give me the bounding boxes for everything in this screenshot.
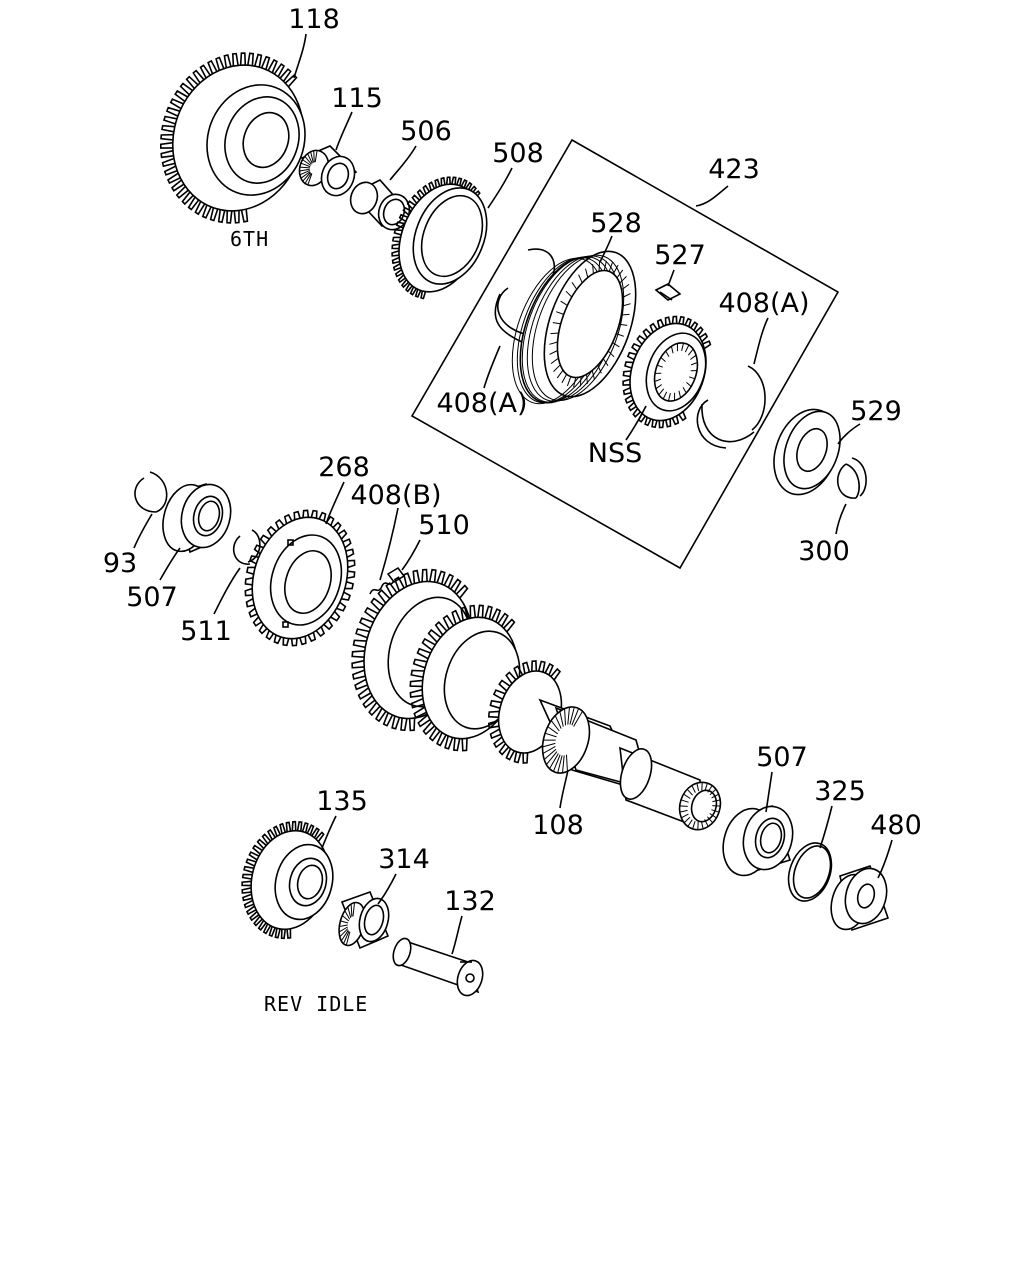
label-118: 118 <box>288 4 340 35</box>
shaft-gear-3-teeth <box>487 660 562 764</box>
label-132: 132 <box>444 886 496 917</box>
captions: 6TH REV IDLE <box>230 227 368 1016</box>
hub-inner-splines <box>654 342 698 402</box>
part-408a-right-spring <box>696 365 766 449</box>
leader-lines <box>133 33 893 955</box>
label-93: 93 <box>103 548 137 579</box>
shaft-splines <box>542 706 583 774</box>
label-108: 108 <box>532 810 584 841</box>
label-507-right: 507 <box>756 742 808 773</box>
part-529-thrust-washer <box>773 408 841 496</box>
label-511: 511 <box>180 616 232 647</box>
gear-268-teeth <box>244 509 356 647</box>
label-408a-left: 408(A) <box>436 388 527 419</box>
caption-sixth: 6TH <box>230 227 269 251</box>
ring-508-teeth <box>391 176 481 300</box>
part-93-snap-ring <box>134 471 168 513</box>
part-115-needle-bearing <box>298 145 358 197</box>
part-527-key <box>654 283 682 301</box>
part-508-synchro-ring <box>391 176 488 300</box>
label-300: 300 <box>798 536 850 567</box>
label-527: 527 <box>654 240 706 271</box>
assembly-423-outline <box>410 138 840 570</box>
part-268-gear <box>244 509 356 647</box>
shaft-gear-1-teeth <box>351 568 469 732</box>
part-528-sleeve <box>511 250 637 405</box>
gear-118-teeth <box>160 52 298 224</box>
part-135-reverse-idle-gear <box>241 820 334 940</box>
label-506: 506 <box>400 116 452 147</box>
part-118-sixth-gear <box>160 52 306 224</box>
label-507-left: 507 <box>126 582 178 613</box>
part-510-pin <box>386 566 406 584</box>
caption-rev-idle: REV IDLE <box>264 992 368 1016</box>
part-nss-hub <box>622 315 712 429</box>
gear-135-teeth <box>241 820 325 940</box>
label-528: 528 <box>590 208 642 239</box>
label-480: 480 <box>870 810 922 841</box>
label-135: 135 <box>316 786 368 817</box>
needle-rollers-314 <box>338 902 355 946</box>
part-108-countershaft <box>351 568 722 831</box>
hub-teeth <box>622 315 712 429</box>
label-408a-right: 408(A) <box>718 288 809 319</box>
label-408b: 408(B) <box>350 480 441 511</box>
label-529: 529 <box>850 396 902 427</box>
part-507-right-bearing <box>722 804 794 877</box>
label-325: 325 <box>814 776 866 807</box>
part-507-left-bearing <box>162 482 232 554</box>
label-268: 268 <box>318 452 370 483</box>
needle-rollers-115 <box>299 150 318 186</box>
label-510: 510 <box>418 510 470 541</box>
part-480-washer <box>830 864 890 932</box>
part-314-needle-bearing <box>338 890 390 950</box>
part-labels: 118 115 506 508 423 528 527 408(A) 408(A… <box>103 4 922 917</box>
part-132-idle-shaft <box>392 937 484 997</box>
label-115: 115 <box>331 83 383 114</box>
part-300-snap-ring <box>836 457 867 499</box>
sleeve-528-splines <box>549 260 631 388</box>
label-314: 314 <box>378 844 430 875</box>
label-508: 508 <box>492 138 544 169</box>
shaft-gear-2-teeth <box>409 604 516 752</box>
label-nss: NSS <box>588 438 642 469</box>
label-423: 423 <box>708 154 760 185</box>
